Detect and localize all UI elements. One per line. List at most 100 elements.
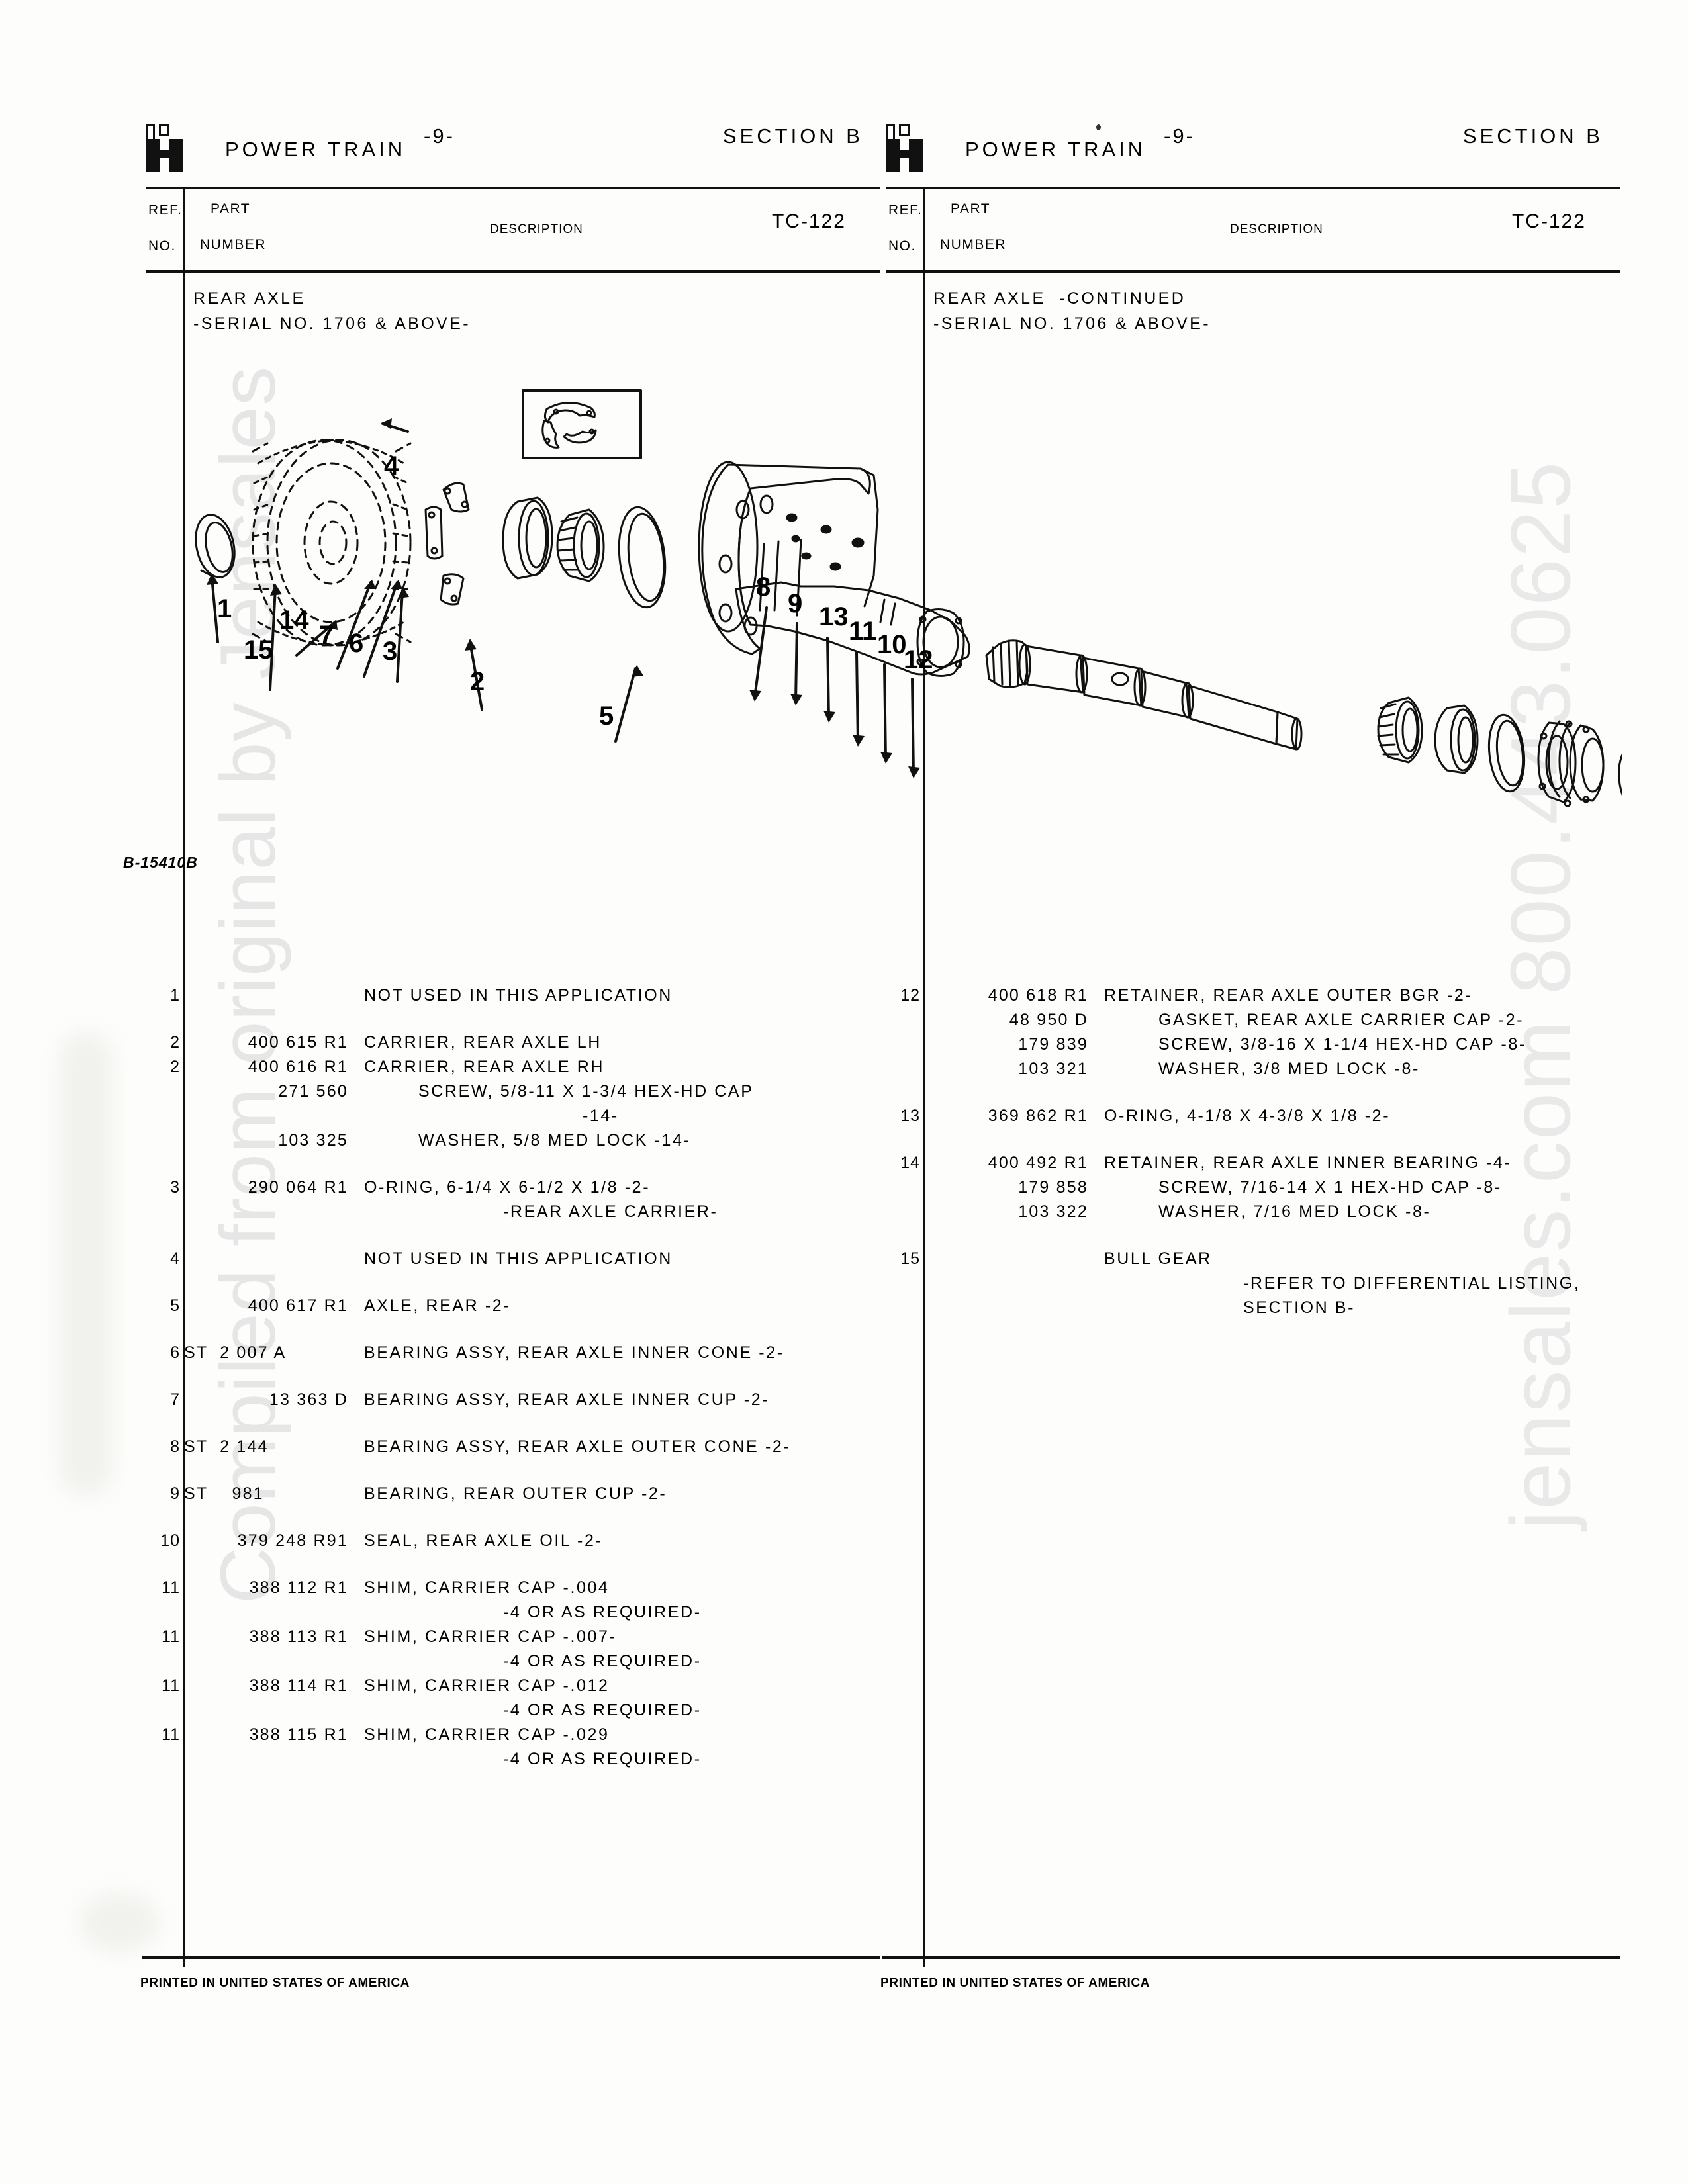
parts-row-part-number: 379 248 R91 bbox=[237, 1531, 348, 1550]
col-header-part-line2: NUMBER bbox=[940, 237, 1007, 252]
group-title-line2: -SERIAL NO. 1706 & ABOVE- bbox=[933, 314, 1211, 333]
parts-row-description: -4 OR AS REQUIRED- bbox=[503, 1750, 702, 1768]
group-title-line2: -SERIAL NO. 1706 & ABOVE- bbox=[193, 314, 471, 333]
parts-row-ref: 8 bbox=[170, 1437, 180, 1456]
parts-row-ref: 7 bbox=[170, 1390, 180, 1409]
part-5-rear-axle-shaft bbox=[985, 639, 1303, 751]
parts-row: -4 OR AS REQUIRED- bbox=[146, 1701, 880, 1725]
row-spacer bbox=[146, 1321, 880, 1343]
callout-number-3: 3 bbox=[383, 637, 398, 666]
col-header-description: DESCRIPTION bbox=[1230, 222, 1323, 236]
parts-row-part-number: 400 618 R1 bbox=[988, 986, 1088, 1005]
parts-row-part-number: 103 322 bbox=[1018, 1203, 1088, 1221]
parts-row-description: SHIM, CARRIER CAP -.007- bbox=[364, 1627, 617, 1646]
row-spacer bbox=[886, 1131, 1620, 1154]
parts-row-part-number: 400 617 R1 bbox=[248, 1297, 348, 1315]
parts-row-description: GASKET, REAR AXLE CARRIER CAP -2- bbox=[1158, 1011, 1524, 1029]
col-header-part-line2: NUMBER bbox=[200, 237, 267, 252]
part-11-shim-stack bbox=[1537, 720, 1605, 807]
parts-row-ref: 13 bbox=[900, 1107, 920, 1125]
ih-logo-icon bbox=[886, 124, 923, 172]
parts-row-part-number: 271 560 bbox=[278, 1082, 348, 1101]
callout-number-15: 15 bbox=[244, 635, 273, 664]
header-title: POWER TRAIN bbox=[965, 138, 1147, 161]
figure-number: B-15410B bbox=[123, 854, 198, 871]
callout-number-9: 9 bbox=[788, 589, 803, 618]
column-divider-body bbox=[183, 273, 185, 1967]
parts-row-ref: 4 bbox=[170, 1250, 180, 1268]
row-spacer bbox=[146, 1156, 880, 1178]
parts-row-description: SHIM, CARRIER CAP -.012 bbox=[364, 1676, 610, 1695]
parts-row: -4 OR AS REQUIRED- bbox=[146, 1750, 880, 1774]
row-spacer bbox=[146, 1415, 880, 1437]
diagram-svg bbox=[195, 389, 1688, 829]
parts-row-part-number: 290 064 R1 bbox=[248, 1178, 348, 1197]
parts-row-ref: 6 bbox=[170, 1343, 180, 1362]
callout-arrowheads bbox=[207, 418, 920, 778]
footer-rule bbox=[882, 1956, 1620, 1959]
parts-row-description: SCREW, 5/8-11 X 1-3/4 HEX-HD CAP bbox=[418, 1082, 754, 1101]
part-1-snap-ring bbox=[195, 514, 236, 578]
callout-number-8: 8 bbox=[756, 572, 771, 602]
parts-row-description: -REAR AXLE CARRIER- bbox=[503, 1203, 718, 1221]
parts-row-part-number: 179 839 bbox=[1018, 1035, 1088, 1054]
col-header-ref-line1: REF. bbox=[888, 203, 923, 218]
callout-number-1: 1 bbox=[217, 594, 232, 623]
parts-row: -4 OR AS REQUIRED- bbox=[146, 1652, 880, 1676]
row-spacer bbox=[886, 1227, 1620, 1250]
parts-row: -14- bbox=[146, 1107, 880, 1131]
parts-row-description: BEARING ASSY, REAR AXLE INNER CUP -2- bbox=[364, 1390, 770, 1409]
catalog-half-page-left: POWER TRAIN -9- SECTION B REF. NO. PART … bbox=[123, 93, 880, 2032]
parts-row: -REFER TO DIFFERENTIAL LISTING, bbox=[886, 1274, 1620, 1298]
parts-row: -REAR AXLE CARRIER- bbox=[146, 1203, 880, 1227]
parts-row-ref: 11 bbox=[162, 1725, 180, 1744]
parts-row-description: NOT USED IN THIS APPLICATION bbox=[364, 1250, 673, 1268]
callout-number-13: 13 bbox=[819, 602, 849, 631]
parts-row-description: NOT USED IN THIS APPLICATION bbox=[364, 986, 673, 1005]
callout-number-2: 2 bbox=[470, 667, 485, 696]
parts-row-ref: 14 bbox=[900, 1154, 920, 1172]
col-header-code: TC-122 bbox=[771, 210, 846, 232]
parts-row-description: O-RING, 4-1/8 X 4-3/8 X 1/8 -2- bbox=[1104, 1107, 1391, 1125]
parts-row-ref: 11 bbox=[162, 1578, 180, 1597]
part-15-gear-teeth bbox=[253, 439, 409, 647]
part-13-o-ring bbox=[1487, 713, 1526, 793]
col-header-description: DESCRIPTION bbox=[490, 222, 583, 236]
column-divider-header bbox=[183, 187, 185, 270]
callout-number-14: 14 bbox=[279, 606, 309, 635]
row-spacer bbox=[146, 1556, 880, 1578]
parts-row-part-number: 400 492 R1 bbox=[988, 1154, 1088, 1172]
parts-row-description: -4 OR AS REQUIRED- bbox=[503, 1652, 702, 1670]
parts-row-description: -4 OR AS REQUIRED- bbox=[503, 1603, 702, 1621]
callout-number-12: 12 bbox=[904, 645, 933, 674]
callout-number-6: 6 bbox=[349, 629, 364, 658]
part-2-rear-axle-carrier bbox=[698, 461, 970, 677]
parts-row-description: SEAL, REAR AXLE OIL -2- bbox=[364, 1531, 603, 1550]
ih-logo-icon bbox=[146, 124, 183, 172]
footer-rule bbox=[142, 1956, 880, 1959]
parts-row-description: CARRIER, REAR AXLE LH bbox=[364, 1033, 602, 1052]
parts-row-part-number: 13 363 D bbox=[269, 1390, 348, 1409]
parts-row-description: -4 OR AS REQUIRED- bbox=[503, 1701, 702, 1719]
row-spacer bbox=[146, 1462, 880, 1484]
parts-row-part-number: 48 950 D bbox=[1009, 1011, 1088, 1029]
parts-row-description: BULL GEAR bbox=[1104, 1250, 1212, 1268]
part-3-o-ring bbox=[618, 506, 667, 609]
